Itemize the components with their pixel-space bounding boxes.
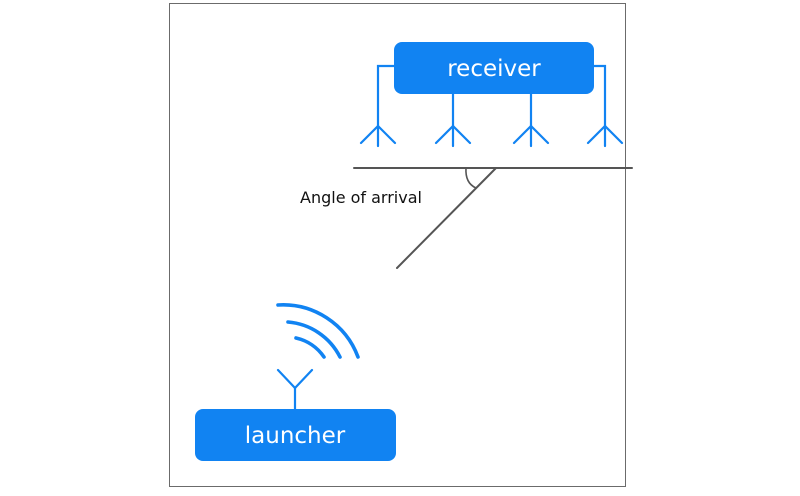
receiver-label: receiver	[447, 56, 541, 82]
arrival-direction-line	[396, 167, 497, 269]
receiver-box	[394, 42, 594, 94]
angle-arc	[465, 167, 477, 189]
receiver-antenna-array	[359, 64, 624, 148]
antenna-icon	[512, 124, 550, 148]
signal-waves-icon	[276, 303, 360, 359]
antenna-icon	[434, 124, 472, 148]
antenna-icon	[359, 124, 397, 148]
angle-of-arrival-label: Angle of arrival	[300, 188, 422, 207]
launcher-label: launcher	[245, 423, 346, 449]
angle-geometry	[353, 167, 633, 269]
launcher-box	[195, 409, 396, 461]
receiver: receiver	[394, 42, 594, 94]
left-feed-line	[376, 64, 396, 128]
launcher: launcher	[195, 409, 396, 461]
antenna-icon	[586, 124, 624, 148]
right-feed-line	[592, 64, 607, 128]
antenna-icon	[276, 368, 314, 411]
